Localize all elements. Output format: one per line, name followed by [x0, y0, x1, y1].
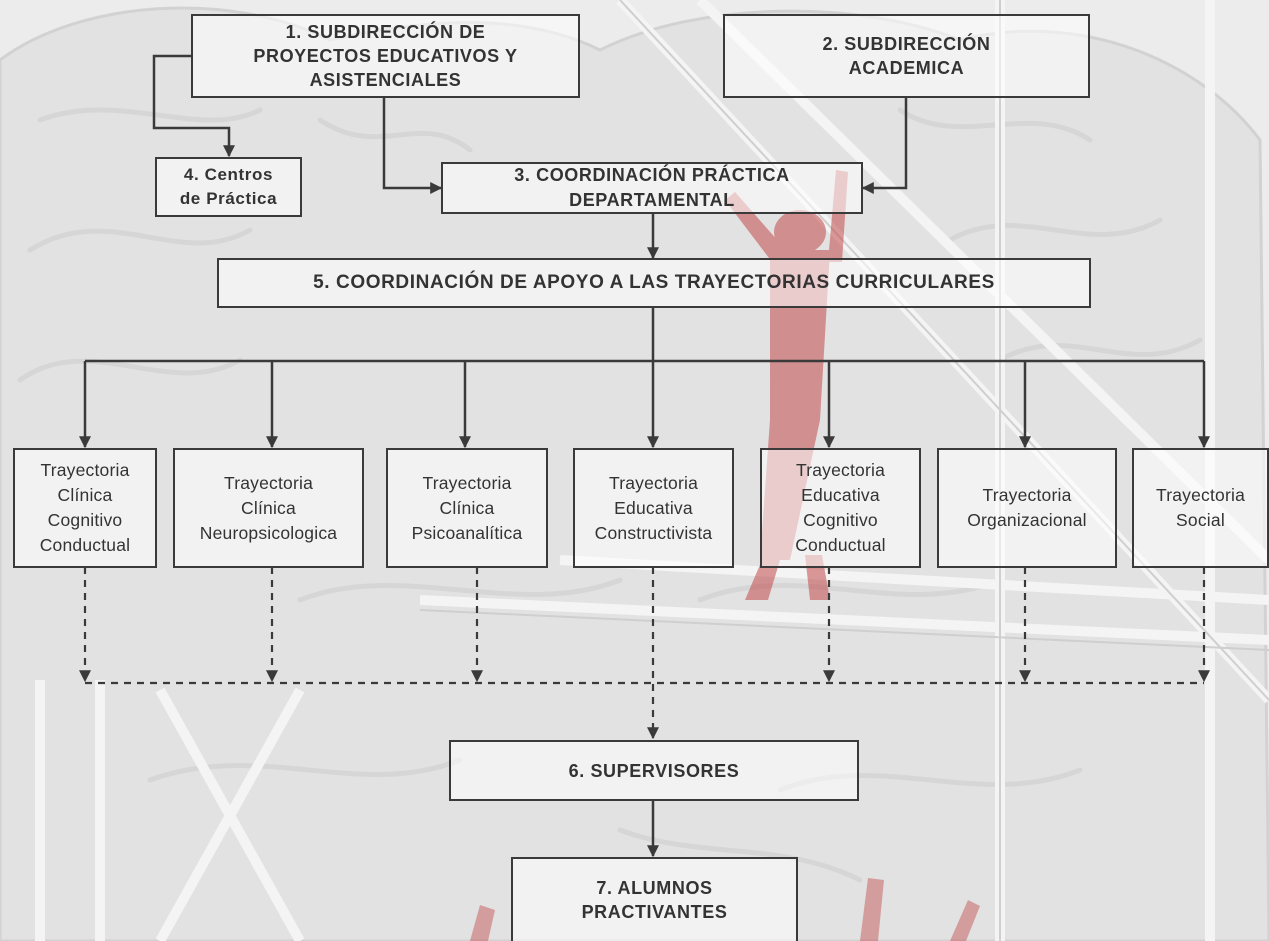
arrow-n2-to-n3 — [861, 97, 908, 194]
trajectory-box-3: Trayectoria Clínica Psicoanalítica — [386, 448, 548, 568]
trajectory-label: Trayectoria Educativa Cognitivo Conductu… — [795, 460, 886, 555]
node-subdireccion-academica: 2. SUBDIRECCIÓN ACADEMICA — [723, 14, 1090, 98]
node-5-label: 5. COORDINACIÓN DE APOYO A LAS TRAYECTOR… — [313, 272, 995, 293]
node-coordinacion-apoyo: 5. COORDINACIÓN DE APOYO A LAS TRAYECTOR… — [217, 258, 1091, 308]
trajectory-box-4: Trayectoria Educativa Constructivista — [573, 448, 734, 568]
node-centros-practica: 4. Centros de Práctica — [155, 157, 302, 217]
node-6-label: 6. SUPERVISORES — [568, 760, 740, 781]
node-1-label: 1. SUBDIRECCIÓN DE PROYECTOS EDUCATIVOS … — [253, 22, 518, 90]
node-2-label: 2. SUBDIRECCIÓN ACADEMICA — [822, 34, 991, 78]
trajectory-label: Trayectoria Clínica Psicoanalítica — [411, 472, 523, 543]
node-4-label: 4. Centros de Práctica — [179, 165, 278, 208]
trajectory-label: Trayectoria Educativa Constructivista — [594, 472, 713, 543]
trajectory-box-6: Trayectoria Organizacional — [937, 448, 1117, 568]
trajectory-label: Trayectoria Social — [1155, 485, 1246, 530]
node-coordinacion-practica: 3. COORDINACIÓN PRÁCTICA DEPARTAMENTAL — [441, 162, 863, 214]
node-3-label: 3. COORDINACIÓN PRÁCTICA DEPARTAMENTAL — [514, 165, 790, 210]
node-supervisores: 6. SUPERVISORES — [449, 740, 859, 801]
trajectory-label: Trayectoria Organizacional — [967, 485, 1087, 530]
arrow-n1-to-n3 — [382, 97, 443, 194]
node-subdireccion-proyectos: 1. SUBDIRECCIÓN DE PROYECTOS EDUCATIVOS … — [191, 14, 580, 98]
trajectory-box-7: Trayectoria Social — [1132, 448, 1269, 568]
arrow-n1-to-n4 — [152, 54, 235, 158]
node-alumnos-practivantes: 7. ALUMNOS PRACTIVANTES — [511, 857, 798, 941]
trajectory-label: Trayectoria Clínica Cognitivo Conductual — [39, 460, 131, 555]
trajectory-box-5: Trayectoria Educativa Cognitivo Conductu… — [760, 448, 921, 568]
node-7-label: 7. ALUMNOS PRACTIVANTES — [581, 878, 728, 922]
trajectory-box-1: Trayectoria Clínica Cognitivo Conductual — [13, 448, 157, 568]
trajectory-box-2: Trayectoria Clínica Neuropsicologica — [173, 448, 364, 568]
trajectory-label: Trayectoria Clínica Neuropsicologica — [199, 472, 338, 543]
